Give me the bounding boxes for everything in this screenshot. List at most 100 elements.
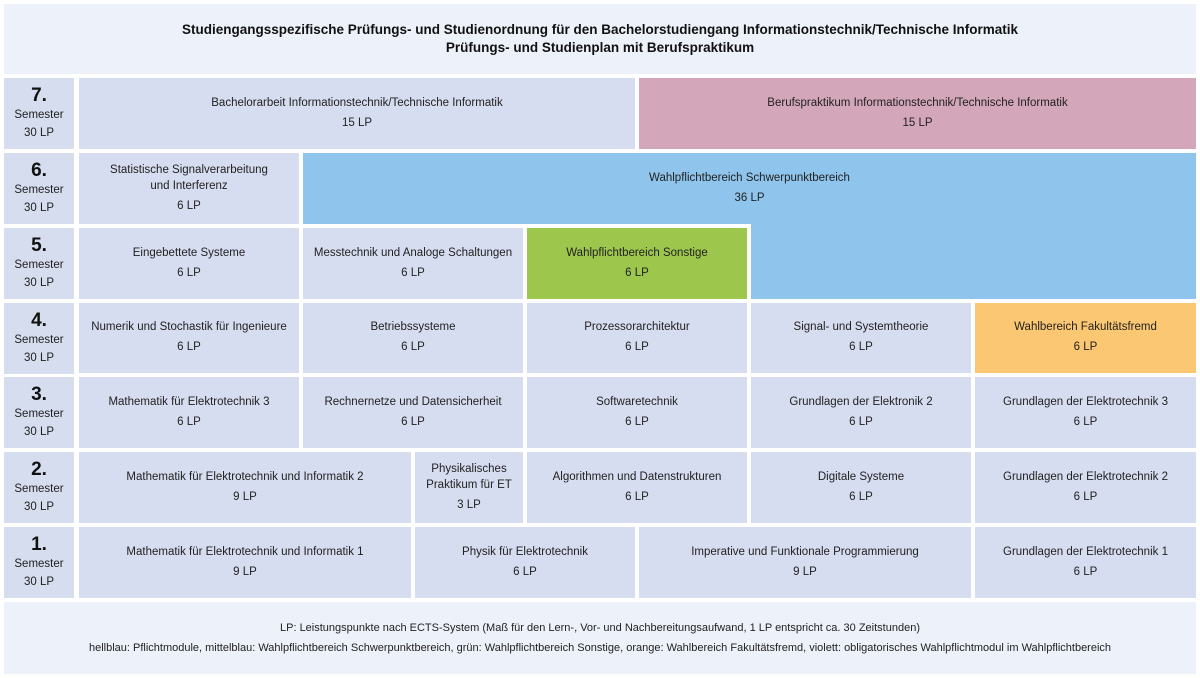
semester-lp: 30 LP — [23, 276, 55, 289]
module-name: Algorithmen und Datenstrukturen — [552, 470, 722, 483]
module-lp: 6 LP — [401, 415, 425, 428]
module-algorithmen: Algorithmen und Datenstrukturen 6 LP — [527, 452, 747, 523]
semester-word: Semester — [14, 258, 64, 271]
module-name: Prozessorarchitektur — [584, 321, 690, 333]
module-name: Wahlpflichtbereich Sonstige — [566, 246, 708, 259]
semester-label-2: 2. Semester 30 LP — [4, 452, 74, 523]
semester-number: 4. — [31, 309, 47, 331]
legend-footer: LP: Leistungspunkte nach ECTS-System (Ma… — [4, 602, 1196, 674]
module-bachelorarbeit: Bachelorarbeit Informationstechnik/Techn… — [79, 78, 635, 149]
module-lp: 6 LP — [625, 341, 649, 353]
legend-lp-explanation: LP: Leistungspunkte nach ECTS-System (Ma… — [280, 622, 920, 634]
module-elektronik-2: Grundlagen der Elektronik 2 6 LP — [751, 377, 971, 448]
semester-number: 1. — [31, 533, 47, 555]
semester-label-7: 7. Semester 30 LP — [4, 78, 74, 149]
module-name: Signal- und Systemtheorie — [793, 321, 929, 333]
module-name: Grundlagen der Elektronik 2 — [789, 395, 933, 408]
module-lp: 3 LP — [457, 498, 481, 511]
semester-number: 6. — [31, 159, 47, 181]
module-name: Digitale Systeme — [817, 470, 905, 483]
module-name: Physik für Elektrotechnik — [462, 545, 588, 558]
module-wahlpflicht-schwerpunkt-extension — [751, 224, 1196, 299]
semester-word: Semester — [14, 482, 64, 495]
module-name: Softwaretechnik — [596, 395, 678, 408]
module-name: Statistische Signalverarbeitung und Inte… — [110, 163, 268, 192]
module-lp: 6 LP — [513, 565, 537, 578]
module-physik: Physik für Elektrotechnik 6 LP — [415, 527, 635, 598]
semester-lp: 30 LP — [23, 201, 55, 214]
semester-number: 2. — [31, 458, 47, 480]
module-wahlbereich-fakultaetsfremd: Wahlbereich Fakultätsfremd 6 LP — [975, 303, 1196, 373]
module-signalverarbeitung: Statistische Signalverarbeitung und Inte… — [79, 153, 299, 224]
semester-lp: 30 LP — [23, 575, 55, 588]
semester-word: Semester — [14, 333, 64, 346]
semester-label-6: 6. Semester 30 LP — [4, 153, 74, 224]
module-name: Rechnernetze und Datensicherheit — [324, 395, 502, 408]
module-numerik-stochastik: Numerik und Stochastik für Ingenieure 6 … — [79, 303, 299, 373]
module-lp: 6 LP — [1073, 415, 1098, 428]
semester-word: Semester — [14, 108, 64, 121]
module-eingebettete-systeme: Eingebettete Systeme 6 LP — [79, 228, 299, 299]
module-name: Messtechnik und Analoge Schaltungen — [313, 246, 513, 259]
module-mathematik-1: Mathematik für Elektrotechnik und Inform… — [79, 527, 411, 598]
module-berufspraktikum: Berufspraktikum Informationstechnik/Tech… — [639, 78, 1196, 149]
module-lp: 6 LP — [1073, 341, 1098, 353]
semester-number: 5. — [31, 234, 47, 256]
semester-lp: 30 LP — [23, 500, 55, 513]
module-lp: 6 LP — [177, 266, 201, 279]
semester-number: 7. — [31, 84, 47, 106]
module-lp: 6 LP — [177, 199, 201, 212]
module-elektrotechnik-2: Grundlagen der Elektrotechnik 2 6 LP — [975, 452, 1196, 523]
module-lp: 6 LP — [1073, 565, 1098, 578]
module-name: Mathematik für Elektrotechnik 3 — [108, 395, 270, 408]
page-header: Studiengangsspezifische Prüfungs- und St… — [4, 4, 1196, 74]
module-lp: 6 LP — [849, 415, 873, 428]
module-physikalisches-praktikum: Physikalisches Praktikum für ET 3 LP — [415, 452, 523, 523]
module-lp: 6 LP — [401, 341, 425, 353]
module-rechnernetze: Rechnernetze und Datensicherheit 6 LP — [303, 377, 523, 448]
module-lp: 6 LP — [625, 490, 649, 503]
module-name: Wahlpflichtbereich Schwerpunktbereich — [649, 171, 850, 184]
module-elektrotechnik-3: Grundlagen der Elektrotechnik 3 6 LP — [975, 377, 1196, 448]
semester-lp: 30 LP — [23, 351, 55, 364]
module-lp: 15 LP — [341, 116, 373, 129]
module-lp: 9 LP — [233, 490, 257, 503]
semester-number: 3. — [31, 383, 47, 405]
module-name: Numerik und Stochastik für Ingenieure — [91, 321, 287, 333]
module-prozessorarchitektur: Prozessorarchitektur 6 LP — [527, 303, 747, 373]
module-lp: 6 LP — [849, 341, 873, 353]
semester-label-4: 4. Semester 30 LP — [4, 303, 74, 374]
module-name: Mathematik für Elektrotechnik und Inform… — [126, 545, 364, 558]
page-title: Studiengangsspezifische Prüfungs- und St… — [181, 22, 1019, 37]
module-name: Bachelorarbeit Informationstechnik/Techn… — [211, 96, 503, 109]
module-lp: 6 LP — [177, 415, 201, 428]
module-name: Berufspraktikum Informationstechnik/Tech… — [767, 96, 1068, 109]
module-programmierung: Imperative und Funktionale Programmierun… — [639, 527, 971, 598]
module-name: Physikalisches Praktikum für ET — [426, 462, 512, 491]
module-lp: 6 LP — [401, 266, 425, 279]
module-messtechnik: Messtechnik und Analoge Schaltungen 6 LP — [303, 228, 523, 299]
module-softwaretechnik: Softwaretechnik 6 LP — [527, 377, 747, 448]
module-lp: 6 LP — [849, 490, 873, 503]
module-lp: 6 LP — [1073, 490, 1098, 503]
legend-color-explanation: hellblau: Pflichtmodule, mittelblau: Wah… — [88, 642, 1112, 654]
module-name: Grundlagen der Elektrotechnik 1 — [1003, 545, 1168, 558]
module-lp: 6 LP — [625, 415, 649, 428]
module-lp: 6 LP — [177, 341, 201, 353]
module-mathematik-3: Mathematik für Elektrotechnik 3 6 LP — [79, 377, 299, 448]
module-name: Imperative und Funktionale Programmierun… — [691, 545, 919, 558]
semester-lp: 30 LP — [23, 425, 55, 438]
semester-word: Semester — [14, 557, 64, 570]
module-signal-systemtheorie: Signal- und Systemtheorie 6 LP — [751, 303, 971, 373]
module-name: Grundlagen der Elektrotechnik 2 — [1003, 470, 1168, 483]
module-name: Grundlagen der Elektrotechnik 3 — [1003, 395, 1168, 408]
semester-label-1: 1. Semester 30 LP — [4, 527, 74, 598]
module-mathematik-2: Mathematik für Elektrotechnik und Inform… — [79, 452, 411, 523]
semester-word: Semester — [14, 183, 64, 196]
semester-label-3: 3. Semester 30 LP — [4, 377, 74, 448]
semester-lp: 30 LP — [23, 126, 55, 139]
module-lp: 15 LP — [902, 116, 933, 129]
module-lp: 6 LP — [625, 266, 649, 279]
module-name: Mathematik für Elektrotechnik und Inform… — [126, 470, 364, 483]
module-wahlpflicht-schwerpunkt: Wahlpflichtbereich Schwerpunktbereich 36… — [303, 153, 1196, 224]
